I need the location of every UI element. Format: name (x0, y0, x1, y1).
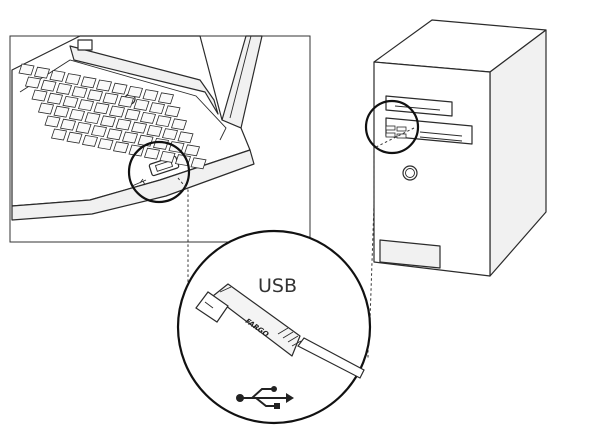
keyboard-key (59, 118, 77, 131)
keyboard-key (71, 86, 88, 99)
keyboard-key (46, 92, 64, 105)
keyboard-key (44, 115, 61, 128)
keyboard-key (40, 79, 57, 92)
keyboard-key (121, 131, 139, 144)
keyboard-key (66, 131, 83, 144)
keyboard-key (139, 111, 157, 124)
keyboard-key (183, 144, 201, 157)
keyboard (18, 63, 207, 170)
keyboard-key (53, 105, 70, 118)
keyboard-key (142, 89, 159, 102)
keyboard-key (126, 85, 144, 98)
keyboard-key (148, 102, 166, 115)
keyboard-key (111, 82, 128, 95)
keyboard-key (62, 95, 79, 108)
keyboard-key (93, 102, 110, 115)
keyboard-key (68, 108, 86, 121)
keyboard-key (77, 99, 95, 112)
keyboard-key (102, 92, 119, 105)
keyboard-key (190, 157, 207, 170)
keyboard-key (86, 89, 104, 102)
desktop-tower-illustration (364, 19, 547, 277)
keyboard-key (146, 124, 163, 137)
keyboard-key (75, 121, 92, 134)
keyboard-key (18, 63, 35, 76)
keyboard-key (81, 134, 99, 147)
laptop-port-highlight (127, 140, 191, 204)
laptop-illustration (9, 35, 311, 243)
keyboard-key (31, 89, 48, 102)
keyboard-key (64, 73, 82, 86)
keyboard-key (164, 105, 181, 118)
keyboard-key (108, 105, 126, 118)
keyboard-key (90, 125, 108, 138)
keyboard-key (161, 128, 179, 141)
keyboard-key (112, 141, 130, 154)
keyboard-key (84, 112, 101, 125)
keyboard-key (37, 102, 55, 115)
keyboard-key (143, 147, 161, 160)
usb-callout: USB FARGO (176, 229, 372, 425)
keyboard-key (157, 92, 175, 105)
tower-usb-ports (385, 125, 407, 139)
keyboard-key (97, 138, 114, 151)
keyboard-key (170, 118, 188, 131)
keyboard-key (155, 115, 172, 128)
keyboard-key (130, 121, 148, 134)
keyboard-key (95, 79, 113, 92)
keyboard-key (55, 82, 73, 95)
keyboard-key (124, 108, 141, 121)
keyboard-key (115, 118, 132, 131)
keyboard-key (33, 66, 51, 79)
keyboard-key (106, 128, 123, 141)
keyboard-key (159, 150, 176, 163)
usb-trident-icon (236, 386, 294, 409)
keyboard-key (80, 76, 97, 89)
keyboard-key (133, 98, 150, 111)
keyboard-key (177, 131, 194, 144)
keyboard-key (49, 69, 66, 82)
keyboard-key (50, 128, 68, 141)
keyboard-key (24, 76, 42, 89)
keyboard-key (99, 115, 117, 128)
usb-label: USB (258, 275, 297, 297)
keyboard-key (117, 95, 135, 108)
tower-port-highlight (364, 99, 420, 155)
